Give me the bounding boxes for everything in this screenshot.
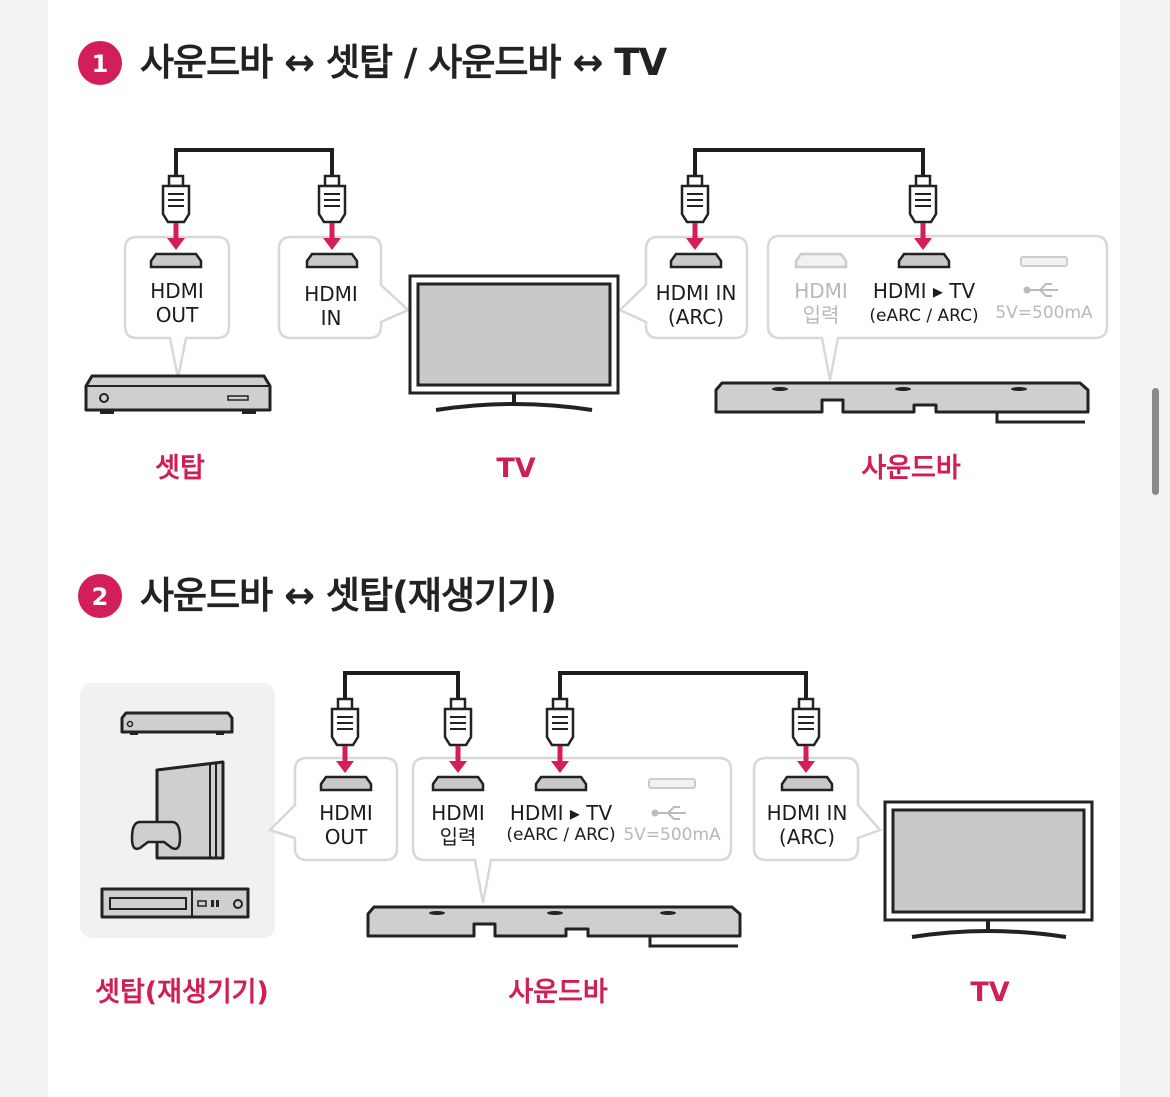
arrow-down-icon xyxy=(551,746,569,773)
tv-image xyxy=(883,800,1094,939)
port-label: HDMI IN xyxy=(767,801,848,825)
hdmi-port-icon xyxy=(305,252,359,269)
port-label: HDMI xyxy=(794,279,848,303)
hdmi-cables xyxy=(174,148,925,699)
hdmi-cable-soundbar-tv xyxy=(558,671,808,699)
hdmi-cable-tv-soundbar xyxy=(693,148,925,176)
hdmi-port-icon xyxy=(149,252,203,269)
tv-image xyxy=(408,274,620,412)
port-label: HDMI xyxy=(150,279,204,303)
arrow-down-icon xyxy=(336,746,354,773)
usb-port-icon xyxy=(648,778,696,789)
usb-port-icon xyxy=(1020,256,1068,267)
arrow-down-icon xyxy=(167,223,185,250)
hdmi-cable-settop-tv xyxy=(174,148,334,176)
device-label-soundbar: 사운드바 xyxy=(508,977,608,1008)
device-label-tv: TV xyxy=(970,977,1009,1008)
hdmi-plug-icon xyxy=(317,174,347,224)
port-label: 입력 xyxy=(440,825,477,849)
usb-icon xyxy=(1023,283,1058,297)
device-label-tv: TV xyxy=(496,453,535,484)
section1-heading: 1 사운드바 ↔ 셋탑 / 사운드바 ↔ TV xyxy=(78,41,668,85)
hdmi-plug-icon xyxy=(443,697,473,747)
port-label: OUT xyxy=(325,825,368,849)
device-label-soundbar: 사운드바 xyxy=(861,453,961,484)
game-console-image xyxy=(130,760,225,860)
callout-settop-port xyxy=(123,235,231,379)
port-label: (ARC) xyxy=(779,825,835,849)
device-label-settop: 셋탑 xyxy=(155,453,205,484)
port-label: HDMI xyxy=(304,282,358,306)
port-label: OUT xyxy=(156,303,199,327)
port-label: (eARC / ARC) xyxy=(506,825,615,845)
hdmi-port-icon xyxy=(669,252,723,269)
soundbar-image xyxy=(714,381,1090,424)
arrow-down-icon xyxy=(449,746,467,773)
settop-box-image xyxy=(84,374,272,414)
arrow-down-icon xyxy=(914,223,932,250)
port-label: (eARC / ARC) xyxy=(869,306,978,326)
section2-heading: 2 사운드바 ↔ 셋탑(재생기기) xyxy=(78,574,557,618)
section-title: 사운드바 ↔ 셋탑 / 사운드바 ↔ TV xyxy=(140,41,667,84)
scrollbar[interactable] xyxy=(1152,388,1159,495)
hdmi-port-icon xyxy=(431,775,485,792)
hdmi-port-icon xyxy=(794,252,848,269)
device-label-player: 셋탑(재생기기) xyxy=(95,977,269,1008)
hdmi-port-icon xyxy=(319,775,373,792)
port-label: (ARC) xyxy=(668,305,724,329)
soundbar-image xyxy=(366,905,742,948)
callout-soundbar-ports xyxy=(411,756,733,904)
section-number: 2 xyxy=(92,583,109,611)
section-number-badge xyxy=(78,41,122,85)
port-label: HDMI ▸ TV xyxy=(510,801,613,825)
section-number-badge xyxy=(78,574,122,618)
hdmi-plug-icon xyxy=(545,697,575,747)
hdmi-cable-player-soundbar xyxy=(343,671,460,699)
port-label: HDMI ▸ TV xyxy=(873,279,976,303)
port-label: HDMI xyxy=(319,801,373,825)
gamepad-icon xyxy=(130,820,182,851)
port-label: 5V=500mA xyxy=(623,825,721,845)
port-label: HDMI IN xyxy=(656,281,737,305)
hdmi-connectors xyxy=(149,174,1068,792)
bluray-player-image xyxy=(100,887,250,919)
arrow-down-icon xyxy=(797,746,815,773)
arrow-down-icon xyxy=(323,223,341,250)
hdmi-plug-icon xyxy=(161,174,191,224)
hdmi-plug-icon xyxy=(791,697,821,747)
section-number: 1 xyxy=(92,50,109,78)
settop-box-image xyxy=(120,711,234,735)
section-title: 사운드바 ↔ 셋탑(재생기기) xyxy=(140,574,556,617)
hdmi-port-icon xyxy=(897,252,951,269)
arrow-down-icon xyxy=(686,223,704,250)
hdmi-plug-icon xyxy=(330,697,360,747)
port-label: HDMI xyxy=(431,801,485,825)
callout-soundbar-ports xyxy=(766,234,1109,381)
usb-icon xyxy=(651,806,686,820)
port-label: IN xyxy=(321,306,342,330)
hdmi-plug-icon xyxy=(908,174,938,224)
hdmi-port-icon xyxy=(780,775,834,792)
port-label: 5V=500mA xyxy=(995,303,1093,323)
hdmi-plug-icon xyxy=(680,174,710,224)
port-label: 입력 xyxy=(803,303,840,327)
hdmi-port-icon xyxy=(534,775,588,792)
